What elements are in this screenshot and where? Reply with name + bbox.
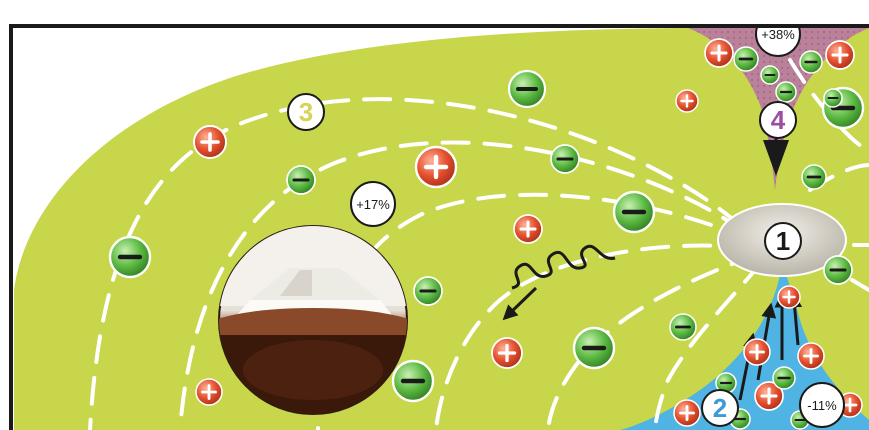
zone-label-4: 4 bbox=[760, 102, 796, 138]
minus-ion-icon bbox=[551, 145, 579, 173]
zone-3-text: 3 bbox=[299, 97, 313, 127]
plus-ion-icon bbox=[778, 286, 800, 308]
plus-ion-icon bbox=[744, 339, 770, 365]
percent-badge-field: +17% bbox=[351, 182, 395, 226]
plus-ion-icon bbox=[705, 39, 733, 67]
minus-ion-icon bbox=[776, 82, 796, 102]
minus-ion-icon bbox=[761, 66, 779, 84]
minus-ion-icon bbox=[800, 51, 822, 73]
plus-ion-icon bbox=[826, 41, 854, 69]
minus-ion-icon bbox=[574, 328, 614, 368]
percent-top-text: +38% bbox=[761, 27, 795, 42]
zone-1-text: 1 bbox=[776, 226, 790, 256]
plus-ion-icon bbox=[196, 379, 222, 405]
plus-ion-icon bbox=[492, 338, 522, 368]
zone-label-1: 1 bbox=[765, 223, 801, 259]
minus-ion-icon bbox=[824, 89, 842, 107]
percent-bottom-text: -11% bbox=[807, 398, 837, 413]
minus-ion-icon bbox=[110, 237, 150, 277]
zone-label-2: 2 bbox=[702, 390, 738, 426]
percent-field-text: +17% bbox=[356, 197, 390, 212]
minus-ion-icon bbox=[802, 165, 826, 189]
minus-ion-icon bbox=[773, 367, 795, 389]
percent-badge-bottom: -11% bbox=[800, 383, 844, 427]
plus-ion-icon bbox=[676, 90, 698, 112]
minus-ion-icon bbox=[734, 47, 758, 71]
plus-ion-icon bbox=[798, 343, 824, 369]
zone-4-text: 4 bbox=[771, 105, 786, 135]
minus-ion-icon bbox=[614, 192, 654, 232]
plus-ion-icon bbox=[194, 126, 226, 158]
minus-ion-icon bbox=[393, 361, 433, 401]
plus-ion-icon bbox=[674, 400, 700, 426]
minus-ion-icon bbox=[824, 256, 852, 284]
minus-ion-icon bbox=[509, 71, 545, 107]
minus-ion-icon bbox=[414, 277, 442, 305]
percent-badge-top: +38% bbox=[756, 12, 800, 56]
minus-ion-icon bbox=[287, 166, 315, 194]
plus-ion-icon bbox=[416, 147, 456, 187]
zone-2-text: 2 bbox=[713, 393, 727, 423]
plus-ion-icon bbox=[514, 215, 542, 243]
minus-ion-icon bbox=[670, 314, 696, 340]
zone-label-3: 3 bbox=[288, 94, 324, 130]
